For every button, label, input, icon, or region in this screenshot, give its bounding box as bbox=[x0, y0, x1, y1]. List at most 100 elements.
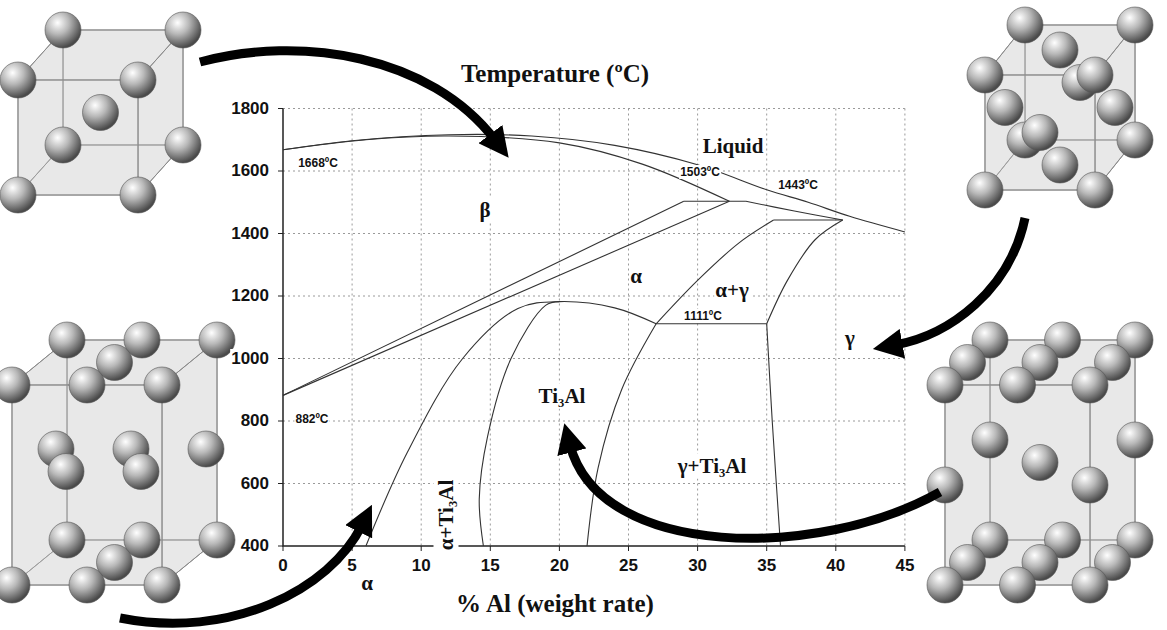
tick-label: 5 bbox=[346, 556, 357, 576]
atom bbox=[1072, 467, 1108, 503]
atom bbox=[0, 62, 36, 98]
phase-boundary bbox=[283, 201, 684, 395]
grid-line bbox=[628, 109, 629, 547]
atom bbox=[0, 567, 30, 603]
atom bbox=[1042, 32, 1078, 68]
phase-boundary bbox=[283, 134, 905, 232]
atom bbox=[1042, 147, 1078, 183]
atom bbox=[120, 62, 156, 98]
pointer-arrow bbox=[200, 51, 495, 140]
atom bbox=[1097, 90, 1133, 126]
atom bbox=[123, 454, 159, 490]
temperature-label: 1443ºC bbox=[777, 178, 819, 192]
tick-label: 1000 bbox=[230, 349, 270, 369]
atom bbox=[972, 422, 1008, 458]
temperature-label: 1503ºC bbox=[679, 165, 721, 179]
atom bbox=[1117, 422, 1153, 458]
atom bbox=[987, 90, 1023, 126]
atom bbox=[1000, 367, 1036, 403]
grid-line bbox=[421, 109, 422, 547]
atom bbox=[927, 367, 963, 403]
grid-line bbox=[283, 296, 905, 297]
atom bbox=[1000, 567, 1036, 603]
atom bbox=[1077, 172, 1113, 208]
grid-line bbox=[490, 109, 491, 547]
tick-label: 800 bbox=[240, 411, 270, 431]
phase-label: α bbox=[629, 264, 643, 289]
axis-tick bbox=[490, 546, 491, 551]
axis-tick bbox=[766, 546, 767, 551]
atom bbox=[120, 177, 156, 213]
unit-cell bbox=[0, 12, 201, 213]
cell-face bbox=[945, 385, 1090, 585]
atom bbox=[0, 367, 30, 403]
atom bbox=[199, 522, 235, 558]
phase-boundary bbox=[656, 220, 773, 324]
cell-face bbox=[12, 385, 162, 585]
atom bbox=[69, 567, 105, 603]
phase-boundary bbox=[656, 323, 767, 324]
axis-tick bbox=[283, 546, 284, 551]
atom bbox=[1022, 445, 1058, 481]
axis-tick bbox=[904, 546, 905, 551]
phase-label: γ bbox=[844, 326, 856, 351]
pointer-arrow bbox=[895, 218, 1025, 345]
phase-label: α bbox=[360, 571, 374, 596]
phase-label: β bbox=[478, 198, 491, 223]
phase-label: α+γ bbox=[714, 278, 750, 303]
atom bbox=[165, 127, 201, 163]
atom bbox=[0, 177, 36, 213]
cell-face bbox=[985, 25, 1135, 75]
tick-label: 1600 bbox=[230, 161, 270, 181]
phase-boundary bbox=[684, 201, 746, 202]
axis-tick bbox=[278, 421, 283, 422]
grid-line bbox=[559, 109, 560, 547]
grid-line bbox=[283, 171, 905, 172]
tick-label: 30 bbox=[687, 556, 708, 576]
atom bbox=[69, 367, 105, 403]
atom bbox=[188, 431, 224, 467]
phase-boundary bbox=[283, 201, 729, 395]
atom bbox=[1007, 7, 1043, 43]
temperature-label: 1668ºC bbox=[297, 156, 339, 170]
axis-title: % Al (weight rate) bbox=[455, 590, 655, 618]
unit-cell bbox=[967, 7, 1153, 208]
phase-boundary bbox=[767, 220, 843, 324]
axis-tick bbox=[697, 546, 698, 551]
grid-line bbox=[283, 358, 905, 359]
unit-cell bbox=[0, 322, 235, 603]
phase-boundary bbox=[767, 324, 781, 546]
tick-label: 600 bbox=[240, 474, 270, 494]
tick-label: 0 bbox=[277, 556, 288, 576]
grid-line bbox=[283, 421, 905, 422]
phase-boundary bbox=[774, 220, 843, 221]
axis-tick bbox=[278, 483, 283, 484]
tick-label: 1400 bbox=[230, 224, 270, 244]
phase-boundary bbox=[283, 136, 729, 201]
atom bbox=[1077, 57, 1113, 93]
atom bbox=[165, 12, 201, 48]
phase-boundary bbox=[479, 302, 559, 546]
pointer-arrow bbox=[570, 445, 940, 538]
axis-tick bbox=[559, 546, 560, 551]
tick-label: 20 bbox=[549, 556, 570, 576]
axis-tick bbox=[278, 233, 283, 234]
atom bbox=[967, 57, 1003, 93]
atom bbox=[1072, 367, 1108, 403]
atom bbox=[1072, 567, 1108, 603]
axis-tick bbox=[278, 358, 283, 359]
tick-label: 400 bbox=[240, 536, 270, 556]
unit-cell bbox=[927, 322, 1153, 603]
phase-label: Ti₃Al bbox=[538, 384, 587, 409]
atom bbox=[48, 454, 84, 490]
tick-label: 45 bbox=[894, 556, 915, 576]
atom bbox=[1117, 122, 1153, 158]
atom bbox=[1117, 7, 1153, 43]
grid-line bbox=[904, 109, 905, 547]
atom bbox=[49, 522, 85, 558]
grid-line bbox=[283, 108, 905, 109]
tick-label: 15 bbox=[480, 556, 501, 576]
axis-tick bbox=[628, 546, 629, 551]
atom bbox=[144, 567, 180, 603]
